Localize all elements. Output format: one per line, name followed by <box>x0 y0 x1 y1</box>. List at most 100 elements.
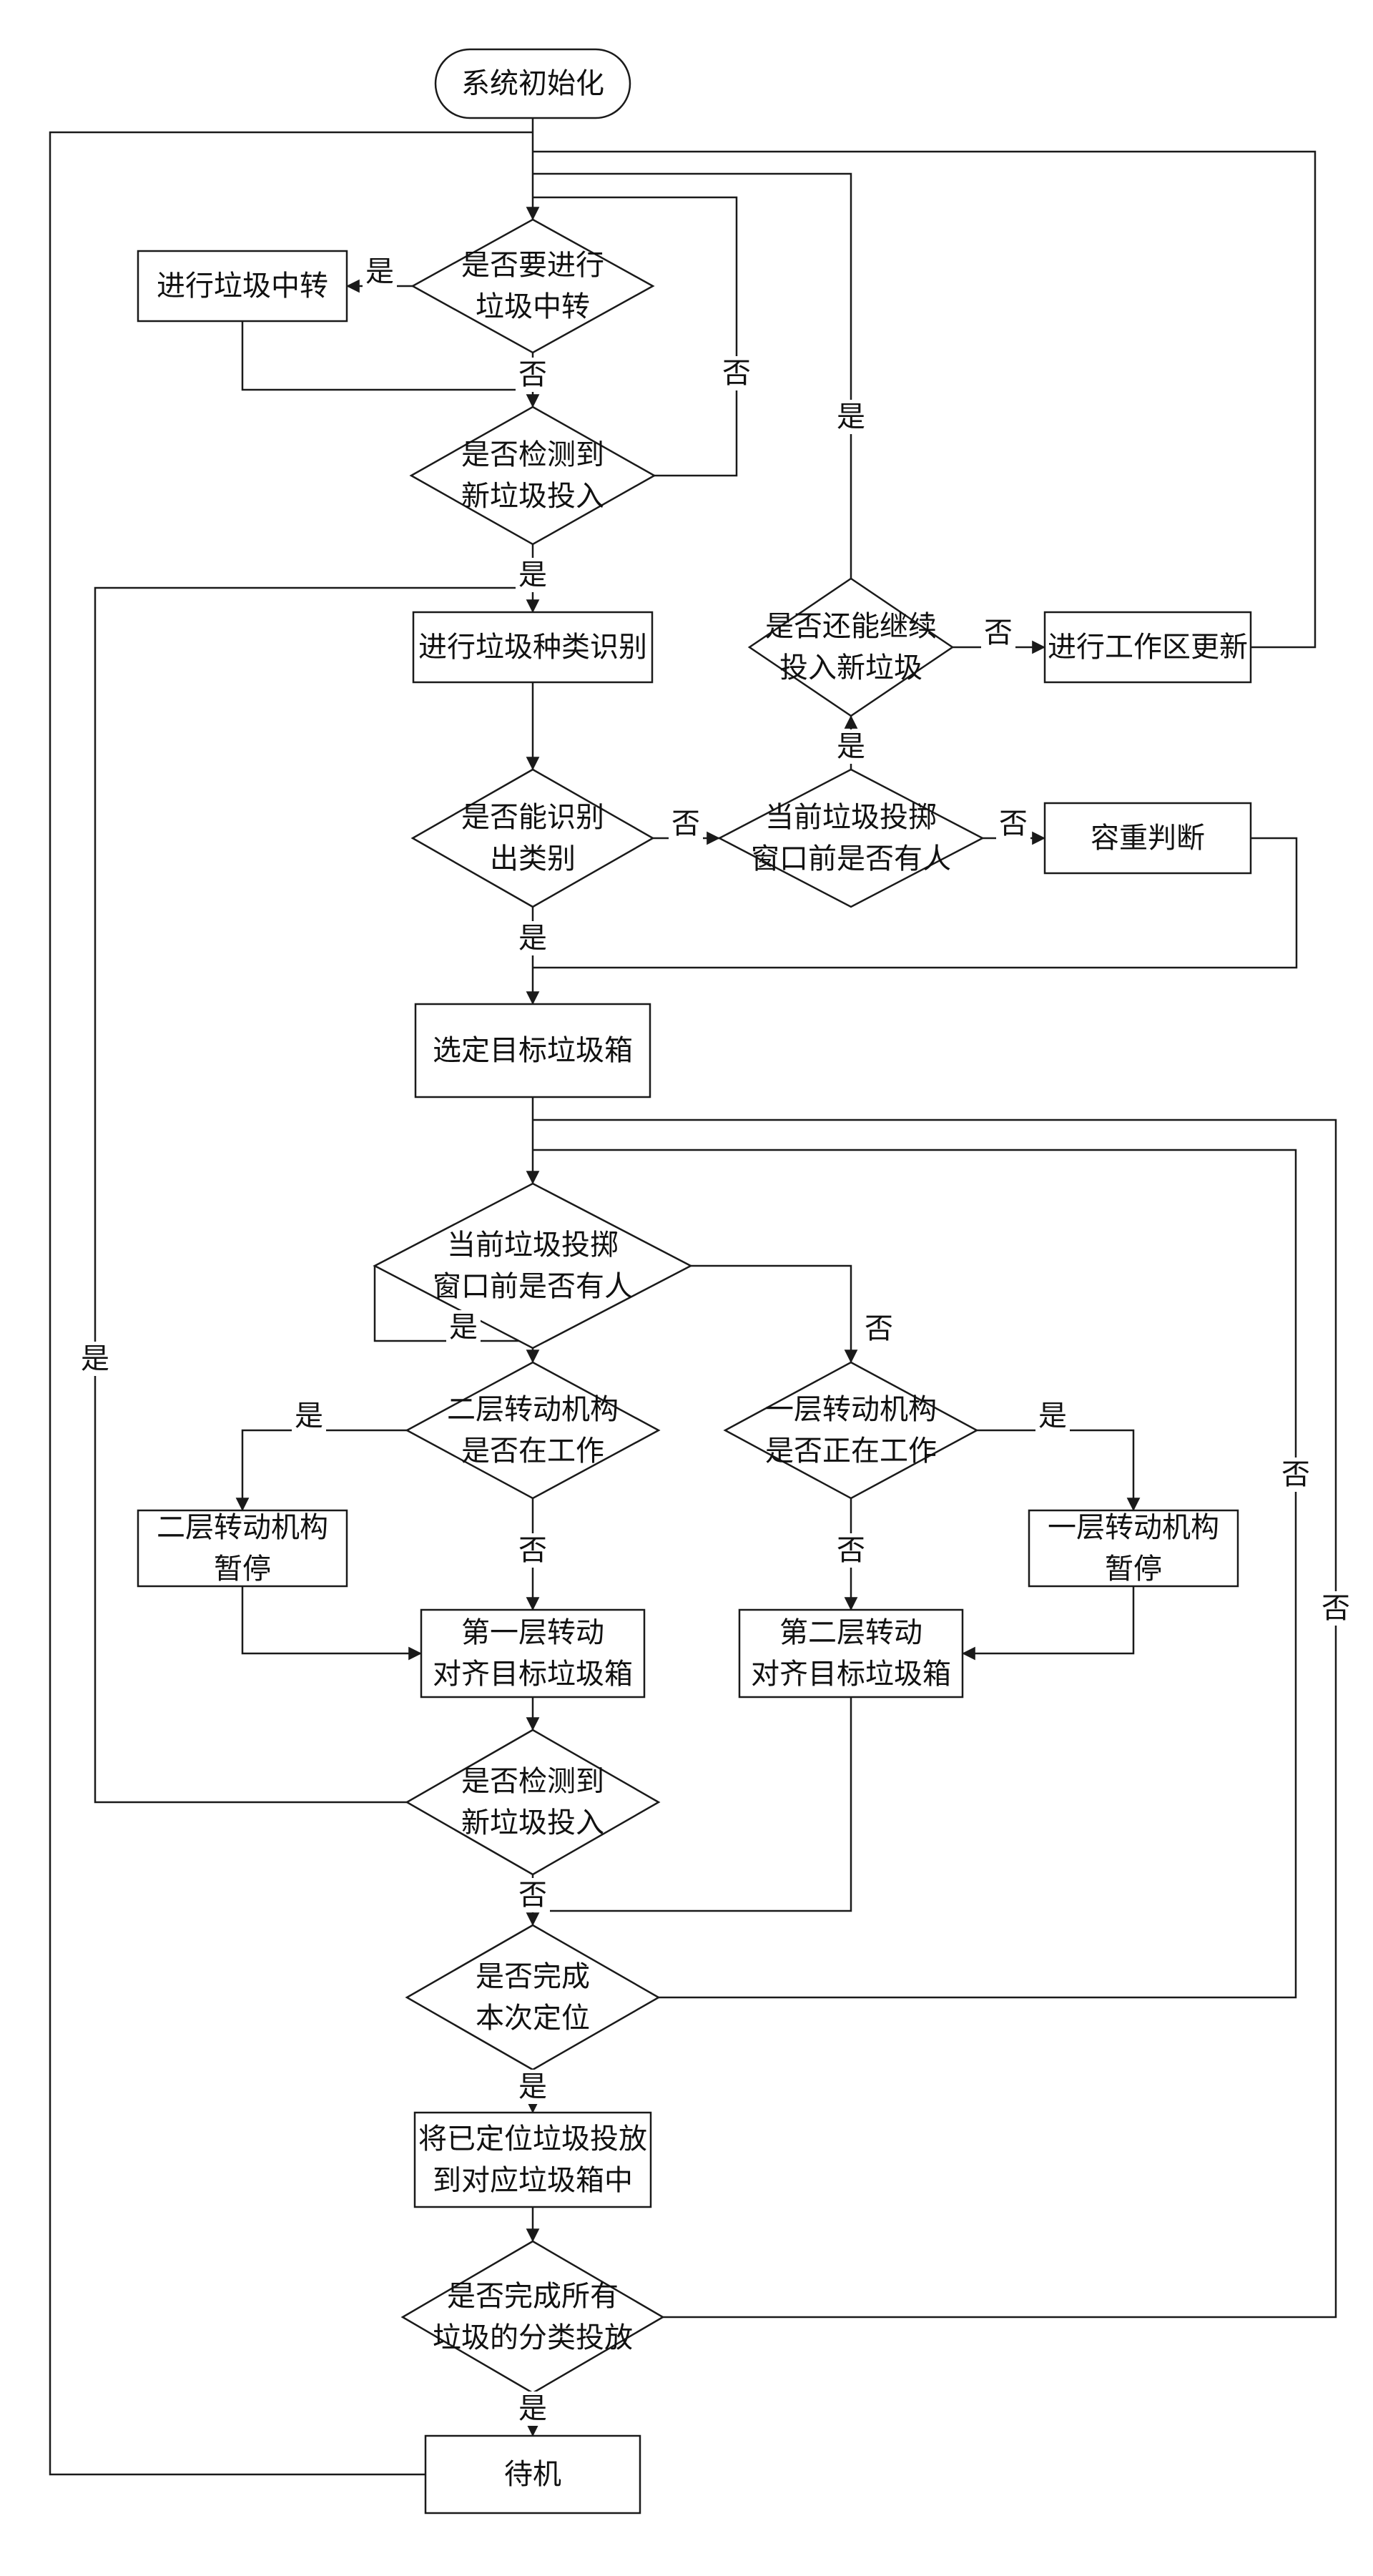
edge-layer1-pause-out <box>962 1586 1135 1661</box>
edge-label-positioning-no-return: 否 <box>1279 1457 1313 1492</box>
node-detect-new-garbage: 是否检测到新垃圾投入 <box>409 405 656 546</box>
layer2-align-shape <box>738 1608 964 1699</box>
svg-text:否: 否 <box>1322 1593 1350 1624</box>
node-do-transfer: 进行垃圾中转 <box>137 250 348 323</box>
edge-layer2-working-yes <box>235 1429 407 1511</box>
all-sorted-shape <box>400 2240 665 2394</box>
edge-label-layer2-working-no: 否 <box>516 1533 550 1568</box>
start-label: 系统初始化 <box>461 68 604 99</box>
edge-label-all-sorted-yes: 是 <box>516 2391 550 2426</box>
all-sorted-label: 是否完成所有垃圾的分类投放 <box>433 2281 633 2354</box>
svg-text:是: 是 <box>449 1312 478 1343</box>
select-target-bin-shape <box>414 1003 651 1098</box>
svg-text:否: 否 <box>518 359 547 390</box>
positioning-done-label: 是否完成本次定位 <box>476 1961 590 2034</box>
svg-text:否: 否 <box>837 1535 865 1566</box>
drop-garbage-shape <box>413 2111 652 2208</box>
edge-align2-join <box>533 1697 852 1912</box>
edge-label-detect2-yes-return: 是 <box>78 1342 112 1376</box>
edge-layer2-pause-out <box>241 1586 422 1661</box>
edge-label-can-continue-yes-return: 是 <box>834 400 868 434</box>
svg-text:否: 否 <box>518 1535 547 1566</box>
svg-text:否: 否 <box>671 808 700 840</box>
node-can-recognize: 是否能识别出类别 <box>410 768 655 908</box>
edge-label-person2-no: 否 <box>862 1312 896 1346</box>
edge-label-can-continue-no: 否 <box>981 616 1015 650</box>
can-continue-input-label: 是否还能继续投入新垃圾 <box>765 611 937 684</box>
node-detect-new-garbage-2: 是否检测到新垃圾投入 <box>405 1729 661 1876</box>
node-all-sorted: 是否完成所有垃圾的分类投放 <box>400 2240 665 2394</box>
svg-text:否: 否 <box>722 358 751 389</box>
person-at-window-1-label: 当前垃圾投掷窗口前是否有人 <box>751 802 951 875</box>
node-positioning-done: 是否完成本次定位 <box>405 1924 661 2071</box>
svg-text:否: 否 <box>518 1879 547 1911</box>
drop-garbage-label: 将已定位垃圾投放到对应垃圾箱中 <box>418 2123 647 2196</box>
edge-all-sorted-no-return <box>533 1119 1337 2319</box>
svg-text:是: 是 <box>518 559 547 591</box>
edge-label-person1-no: 否 <box>996 807 1030 841</box>
edge-density-return <box>533 837 1298 969</box>
node-identify-type: 进行垃圾种类识别 <box>412 611 654 684</box>
svg-text:是: 是 <box>518 2071 547 2103</box>
node-layer1-working: 一层转动机构是否正在工作 <box>723 1361 979 1500</box>
edge-label-layer1-working-yes: 是 <box>1035 1399 1070 1433</box>
update-workzone-shape <box>1043 611 1252 684</box>
edge-label-recognize-no: 否 <box>669 807 703 841</box>
person-at-window-1-shape <box>717 768 985 908</box>
edge-label-decide-transfer-no: 否 <box>516 358 550 392</box>
can-continue-input-shape <box>747 577 955 717</box>
can-recognize-label: 是否能识别出类别 <box>461 802 604 875</box>
density-check-label: 容重判断 <box>1091 822 1205 854</box>
node-can-continue-input: 是否还能继续投入新垃圾 <box>747 577 955 717</box>
edge-do-transfer-return <box>241 321 533 391</box>
detect-new-garbage-label: 是否检测到新垃圾投入 <box>461 439 604 512</box>
edge-can-continue-yes-return <box>533 172 852 579</box>
edge-workzone-update-return <box>533 150 1317 649</box>
update-workzone-label: 进行工作区更新 <box>1048 631 1248 663</box>
layer1-working-shape <box>723 1361 979 1500</box>
identify-type-shape <box>412 611 654 684</box>
standby-label: 待机 <box>504 2459 561 2490</box>
layer1-pause-shape <box>1028 1509 1239 1588</box>
edge-label-recognize-yes: 是 <box>516 921 550 955</box>
node-layer1-pause: 一层转动机构暂停 <box>1028 1509 1239 1588</box>
node-person-at-window-2: 当前垃圾投掷窗口前是否有人 <box>373 1182 693 1350</box>
svg-text:是: 是 <box>1038 1400 1067 1432</box>
svg-text:否: 否 <box>999 808 1028 840</box>
layer2-working-shape <box>405 1361 661 1500</box>
node-density-check: 容重判断 <box>1043 802 1252 875</box>
edge-layer1-working-yes <box>977 1429 1141 1511</box>
layer1-pause-label: 一层转动机构暂停 <box>1048 1512 1219 1585</box>
decide-transfer-shape <box>410 218 655 354</box>
do-transfer-label: 进行垃圾中转 <box>157 270 328 302</box>
start-shape <box>434 48 631 119</box>
node-layer1-align: 第一层转动对齐目标垃圾箱 <box>420 1608 646 1699</box>
edge-label-detect-no-return: 否 <box>719 356 754 390</box>
edge-label-detect2-no: 否 <box>516 1878 550 1912</box>
node-standby: 待机 <box>424 2434 641 2514</box>
svg-text:是: 是 <box>295 1400 323 1432</box>
detect-new-garbage-2-shape <box>405 1729 661 1876</box>
node-person-at-window-1: 当前垃圾投掷窗口前是否有人 <box>717 768 985 908</box>
node-layer2-pause: 二层转动机构暂停 <box>137 1509 348 1588</box>
layer1-align-shape <box>420 1608 646 1699</box>
edge-positioning-no-return <box>533 1149 1297 1999</box>
edge-label-decide-transfer-yes: 是 <box>363 255 397 289</box>
layer1-working-label: 一层转动机构是否正在工作 <box>765 1394 937 1467</box>
person-at-window-2-shape <box>373 1182 693 1350</box>
edge-label-layer1-working-no: 否 <box>834 1533 868 1568</box>
node-layer2-working: 二层转动机构是否在工作 <box>405 1361 661 1500</box>
standby-shape <box>424 2434 641 2514</box>
svg-text:是: 是 <box>837 401 865 433</box>
node-select-target-bin: 选定目标垃圾箱 <box>414 1003 651 1098</box>
person-at-window-2-label: 当前垃圾投掷窗口前是否有人 <box>433 1229 633 1302</box>
svg-text:是: 是 <box>837 731 865 762</box>
node-drop-garbage: 将已定位垃圾投放到对应垃圾箱中 <box>413 2111 652 2208</box>
svg-text:否: 否 <box>865 1313 893 1344</box>
node-decide-transfer: 是否要进行垃圾中转 <box>410 218 655 354</box>
edge-detect2-yes-return <box>94 586 533 1804</box>
do-transfer-shape <box>137 250 348 323</box>
edge-label-person1-yes: 是 <box>834 729 868 764</box>
